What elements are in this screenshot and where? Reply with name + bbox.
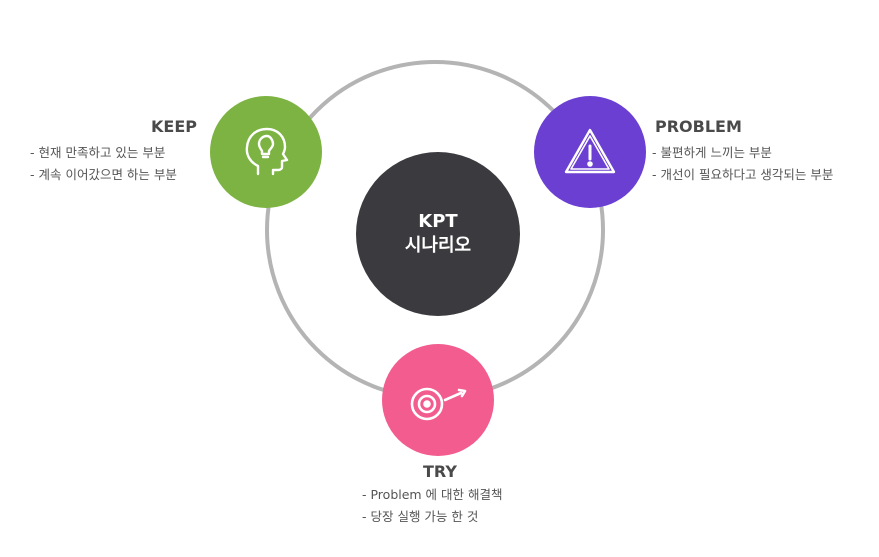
try-node (382, 344, 494, 456)
target-dart-icon (410, 387, 467, 421)
center-circle: KPT 시나리오 (356, 152, 520, 316)
try-description: - Problem 에 대한 해결책 - 당장 실행 가능 한 것 (362, 484, 503, 528)
keep-title: KEEP (151, 117, 197, 136)
problem-node (534, 96, 646, 208)
warning-triangle-icon (564, 128, 616, 174)
center-subtitle: 시나리오 (404, 235, 472, 256)
keep-item-1: - 현재 만족하고 있는 부분 (30, 145, 166, 160)
problem-item-2: - 개선이 필요하다고 생각되는 부분 (652, 167, 834, 182)
problem-item-1: - 불편하게 느끼는 부분 (652, 145, 772, 160)
try-item-2: - 당장 실행 가능 한 것 (362, 509, 479, 524)
problem-description: - 불편하게 느끼는 부분 - 개선이 필요하다고 생각되는 부분 (652, 142, 833, 186)
head-lightbulb-icon (245, 127, 289, 176)
try-item-1: - Problem 에 대한 해결책 (362, 487, 503, 502)
problem-title: PROBLEM (655, 117, 742, 136)
keep-description: - 현재 만족하고 있는 부분 - 계속 이어갔으면 하는 부분 (30, 142, 177, 186)
keep-node (210, 96, 322, 208)
center-title: KPT (418, 211, 458, 232)
keep-item-2: - 계속 이어갔으면 하는 부분 (30, 167, 177, 182)
try-title: TRY (423, 462, 457, 481)
